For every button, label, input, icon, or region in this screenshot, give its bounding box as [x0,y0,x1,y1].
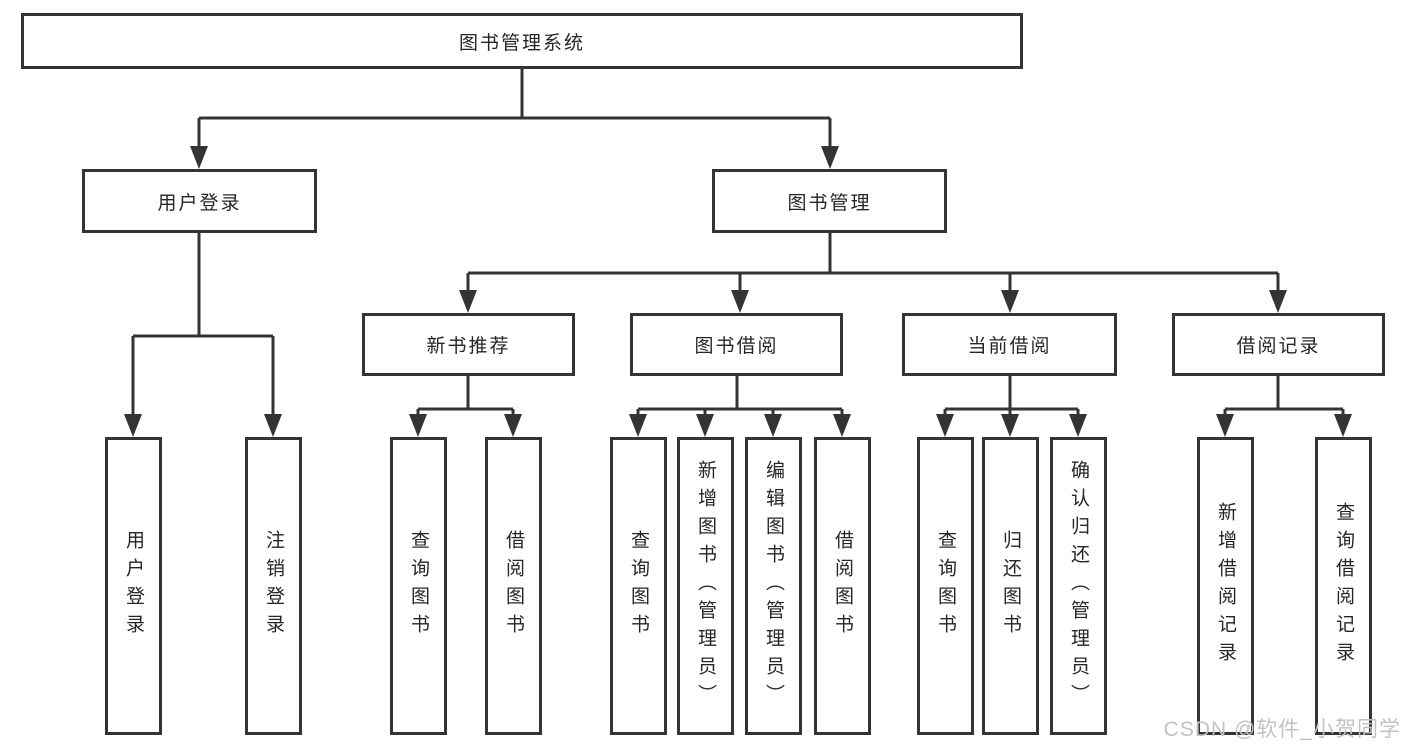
node-query-borrow-record: 查询借阅记录 [1315,437,1372,735]
node-logout: 注销登录 [245,437,302,735]
node-add-borrow-record: 新增借阅记录 [1197,437,1254,735]
node-book-borrowing: 图书借阅 [630,313,843,376]
node-edit-books-admin: 编辑图书（管理员） [745,437,802,735]
node-borrowing-records: 借阅记录 [1172,313,1385,376]
node-return-books: 归还图书 [982,437,1039,735]
node-user-login: 用户登录 [82,169,317,233]
node-library-management-system: 图书管理系统 [21,13,1023,69]
node-query-books-recommend: 查询图书 [390,437,447,735]
node-query-books-borrow: 查询图书 [610,437,667,735]
node-borrow-books-leaf: 借阅图书 [814,437,871,735]
node-confirm-return-admin: 确认归还（管理员） [1050,437,1107,735]
node-query-books-current: 查询图书 [917,437,974,735]
node-add-books-admin: 新增图书（管理员） [677,437,734,735]
watermark-text: CSDN @软件_小贺同学 [1163,718,1401,741]
node-user-login-leaf: 用户登录 [105,437,162,735]
node-current-borrowing: 当前借阅 [902,313,1117,376]
node-book-management: 图书管理 [712,169,947,233]
node-new-book-recommendation: 新书推荐 [362,313,575,376]
node-borrow-books-recommend: 借阅图书 [485,437,542,735]
